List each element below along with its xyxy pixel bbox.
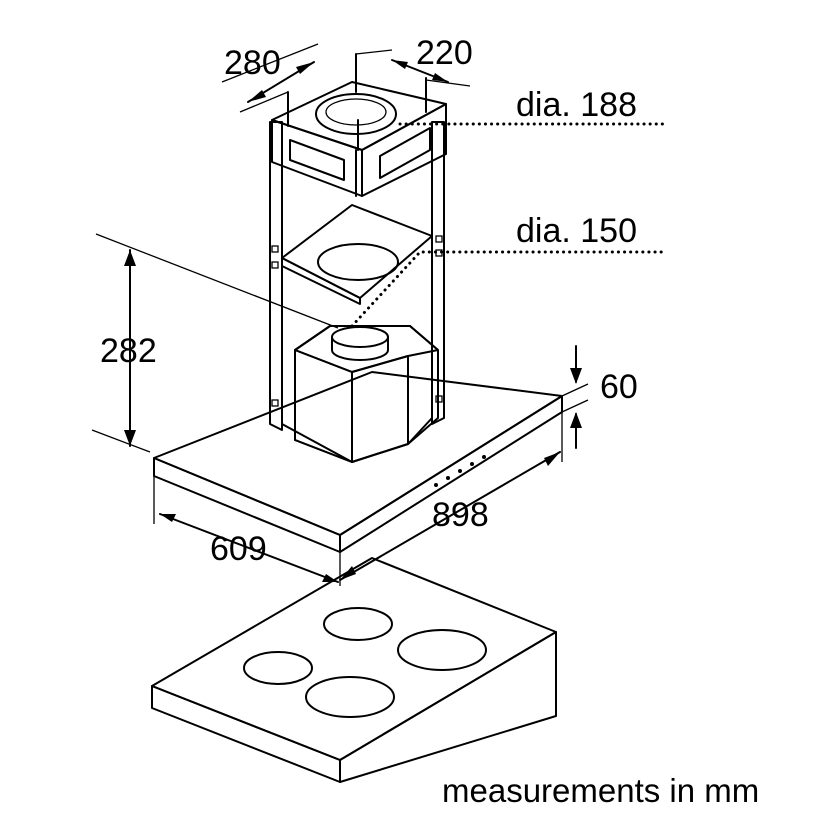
dimension-609-label: 609 — [210, 530, 267, 568]
dimension-dia-150-label: dia. 150 — [516, 212, 637, 250]
hob-illustration — [151, 557, 557, 783]
dimension-280-label: 280 — [224, 44, 281, 82]
control-buttons — [434, 455, 486, 487]
dimension-60-label: 60 — [600, 368, 638, 406]
dimension-282-label: 282 — [100, 332, 157, 370]
hob-burners — [243, 607, 487, 718]
dimension-220-label: 220 — [416, 34, 473, 72]
hood-canopy — [153, 371, 563, 553]
units-note: measurements in mm — [442, 772, 760, 809]
dimension-lines — [91, 43, 670, 586]
chimney-frame — [269, 53, 447, 463]
dimension-898-label: 898 — [432, 496, 489, 534]
dimension-dia-188-label: dia. 188 — [516, 86, 637, 124]
